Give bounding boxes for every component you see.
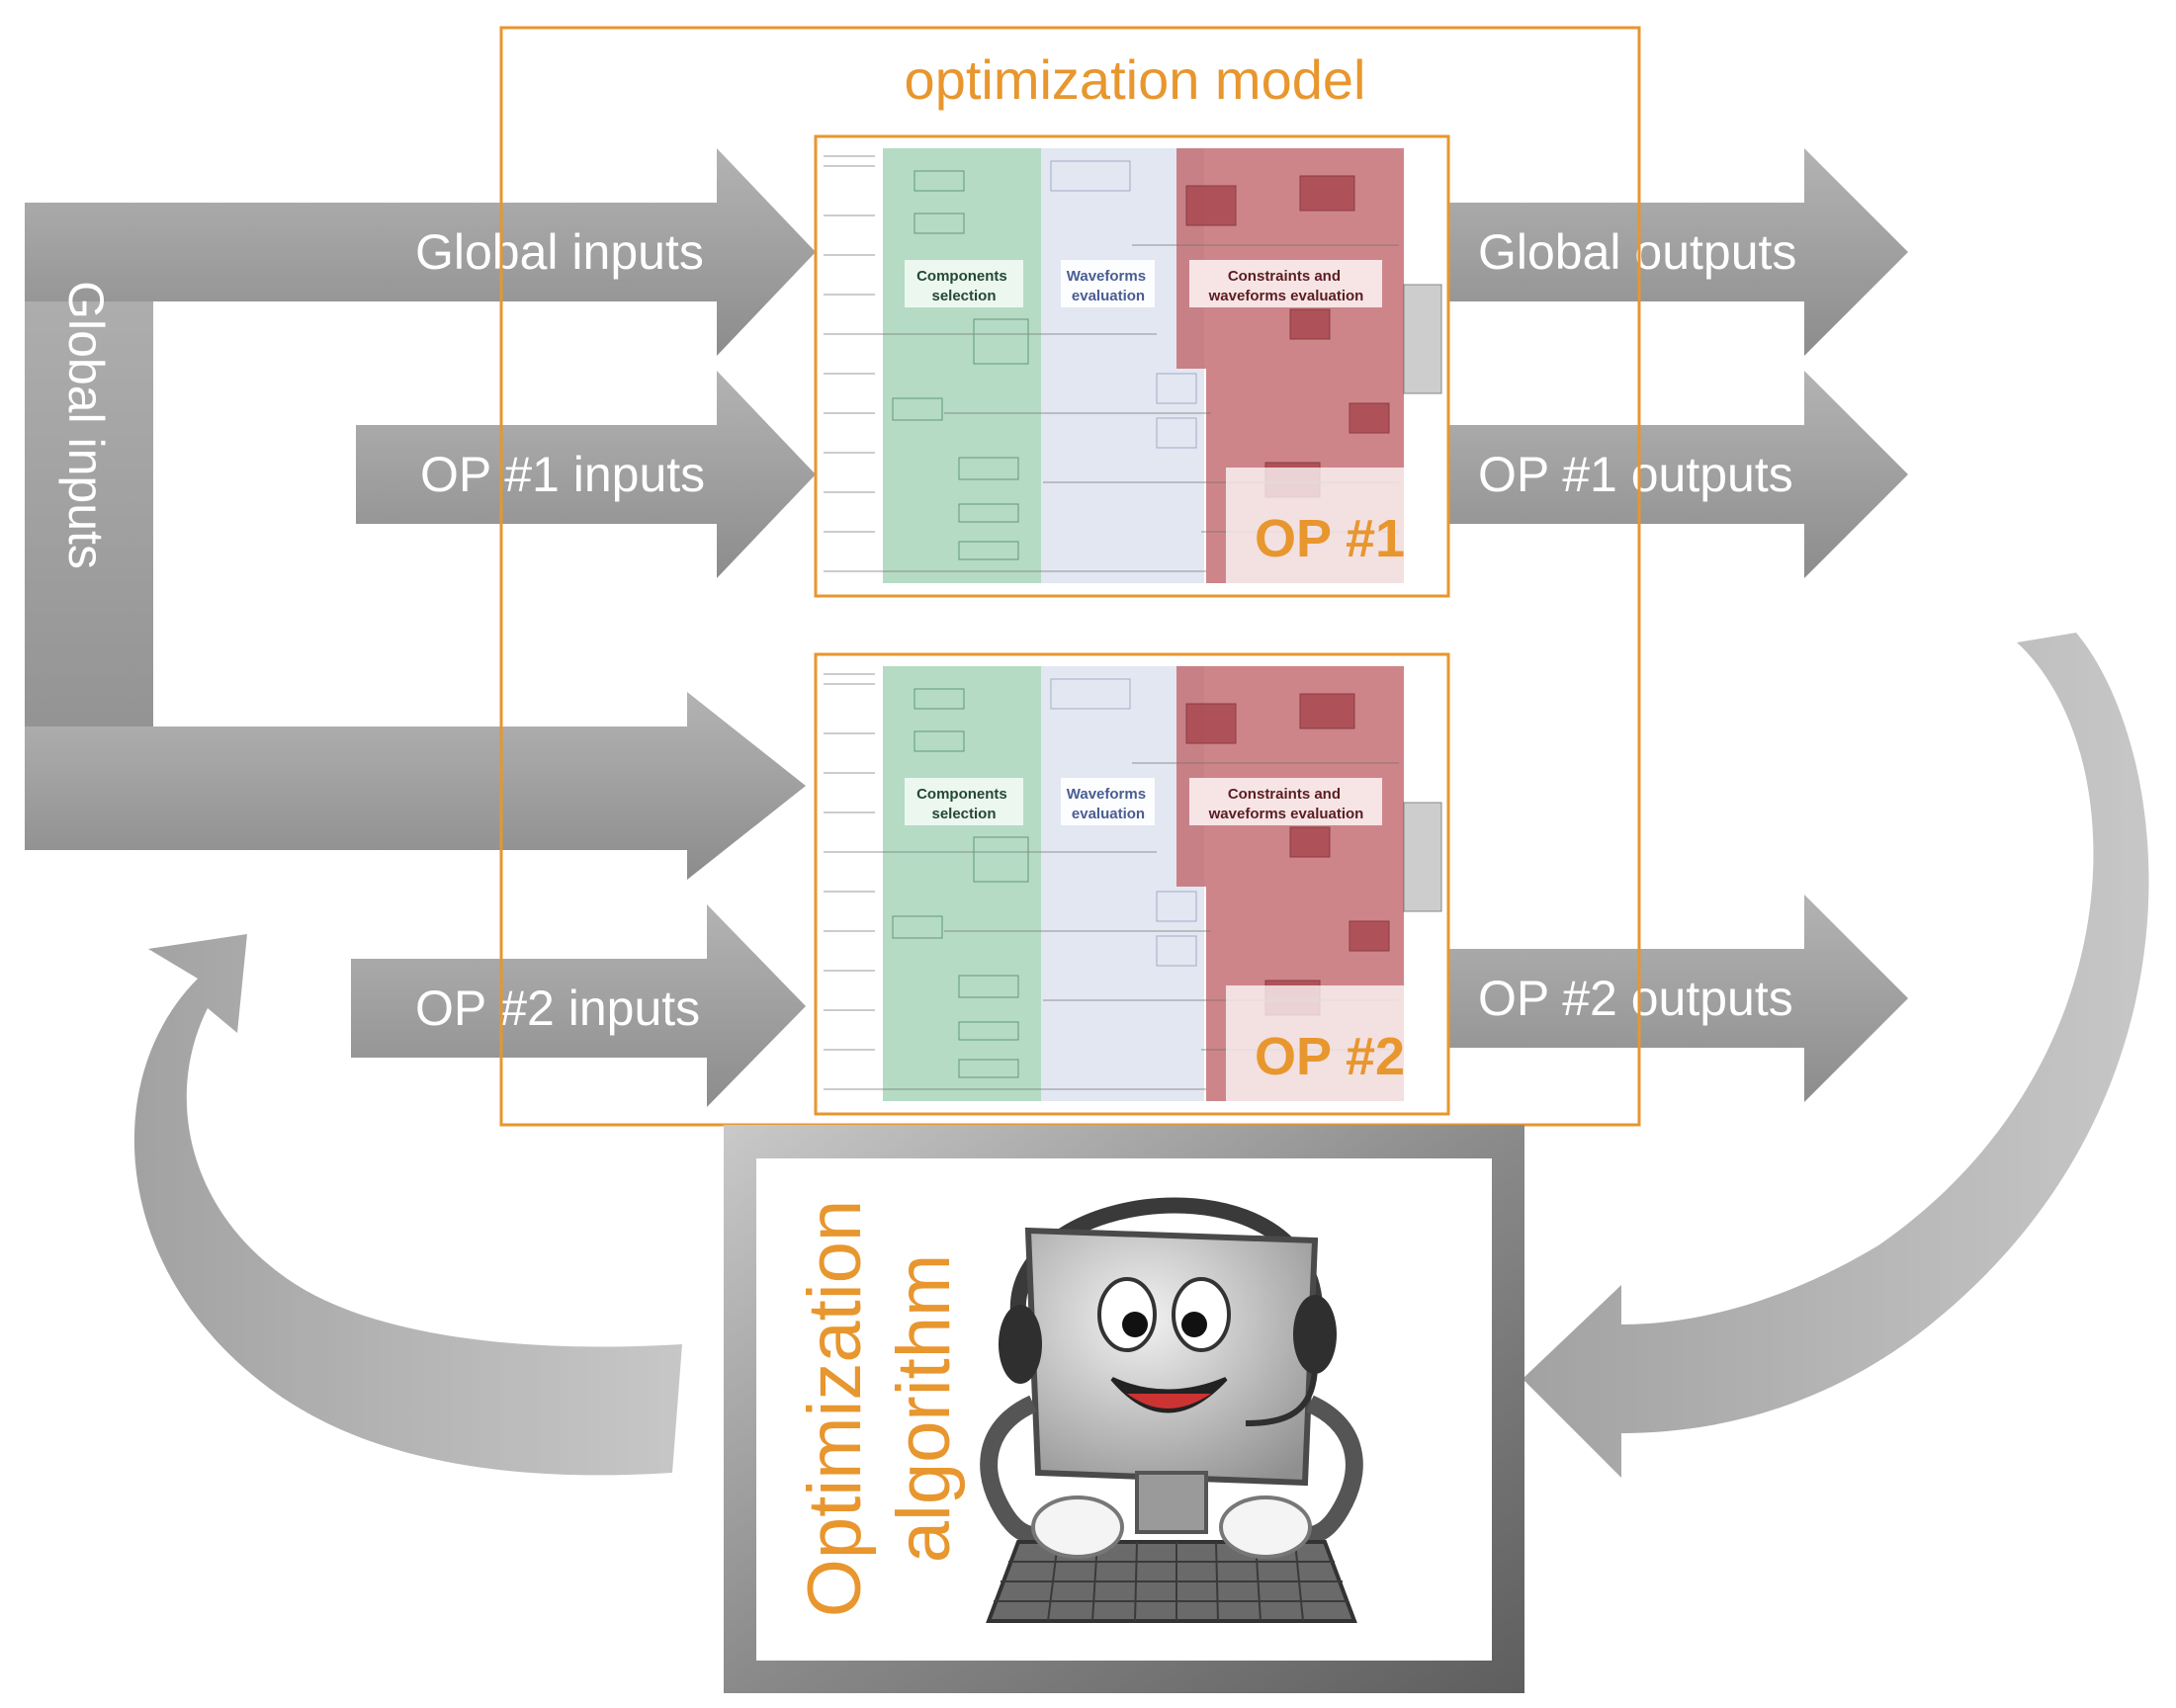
components-zone: [883, 148, 1041, 583]
global-inputs-top-label: Global inputs: [415, 224, 704, 280]
op2-outputs-label: OP #2 outputs: [1478, 971, 1793, 1026]
global-inputs-vertical-label: Global inputs: [58, 281, 114, 569]
global-inputs-bottom-arrow: [25, 692, 806, 880]
components-zone: [883, 666, 1041, 1101]
components-selection-label: Components selection: [916, 786, 1011, 822]
op1-panel: Components selection Waveforms evaluatio…: [814, 134, 1450, 598]
op2-inputs-arrow: OP #2 inputs: [351, 904, 806, 1107]
optimization-model-frame: optimization model: [499, 26, 1641, 1127]
op1-label: OP #1: [1255, 509, 1405, 568]
feedback-arrow-right: [1523, 633, 2149, 1478]
components-selection-label: Components selection: [916, 268, 1011, 304]
waveforms-evaluation-label: Waveforms evaluation: [1067, 786, 1150, 822]
global-outputs-arrow: Global outputs: [1448, 148, 1908, 356]
op2-panel: Components selection Waveforms evaluatio…: [814, 652, 1450, 1116]
optimization-algorithm-box: Optimization algorithm: [724, 1125, 1524, 1693]
global-inputs-bracket: Global inputs Global inputs: [25, 148, 816, 880]
op1-inputs-arrow: OP #1 inputs: [356, 371, 816, 578]
algorithm-label-line2: algorithm: [882, 1254, 966, 1564]
constraints-evaluation-label: Constraints and waveforms evaluation: [1208, 268, 1364, 304]
op2-inputs-label: OP #2 inputs: [415, 981, 700, 1036]
global-outputs-label: Global outputs: [1478, 224, 1796, 280]
algorithm-label-line1: Optimization: [793, 1200, 877, 1617]
op2-label: OP #2: [1255, 1027, 1405, 1086]
constraints-evaluation-label: Constraints and waveforms evaluation: [1208, 786, 1364, 822]
waveforms-evaluation-label: Waveforms evaluation: [1067, 268, 1150, 304]
computer-mascot-icon: [980, 1197, 1363, 1623]
op1-outputs-arrow: OP #1 outputs: [1448, 371, 1908, 578]
feedback-arrow-left: [133, 934, 682, 1476]
op2-outputs-arrow: OP #2 outputs: [1448, 895, 1908, 1102]
op1-outputs-label: OP #1 outputs: [1478, 447, 1793, 502]
global-inputs-top-arrow: [25, 148, 816, 356]
op1-inputs-label: OP #1 inputs: [420, 447, 705, 502]
optimization-model-title: optimization model: [905, 48, 1366, 111]
